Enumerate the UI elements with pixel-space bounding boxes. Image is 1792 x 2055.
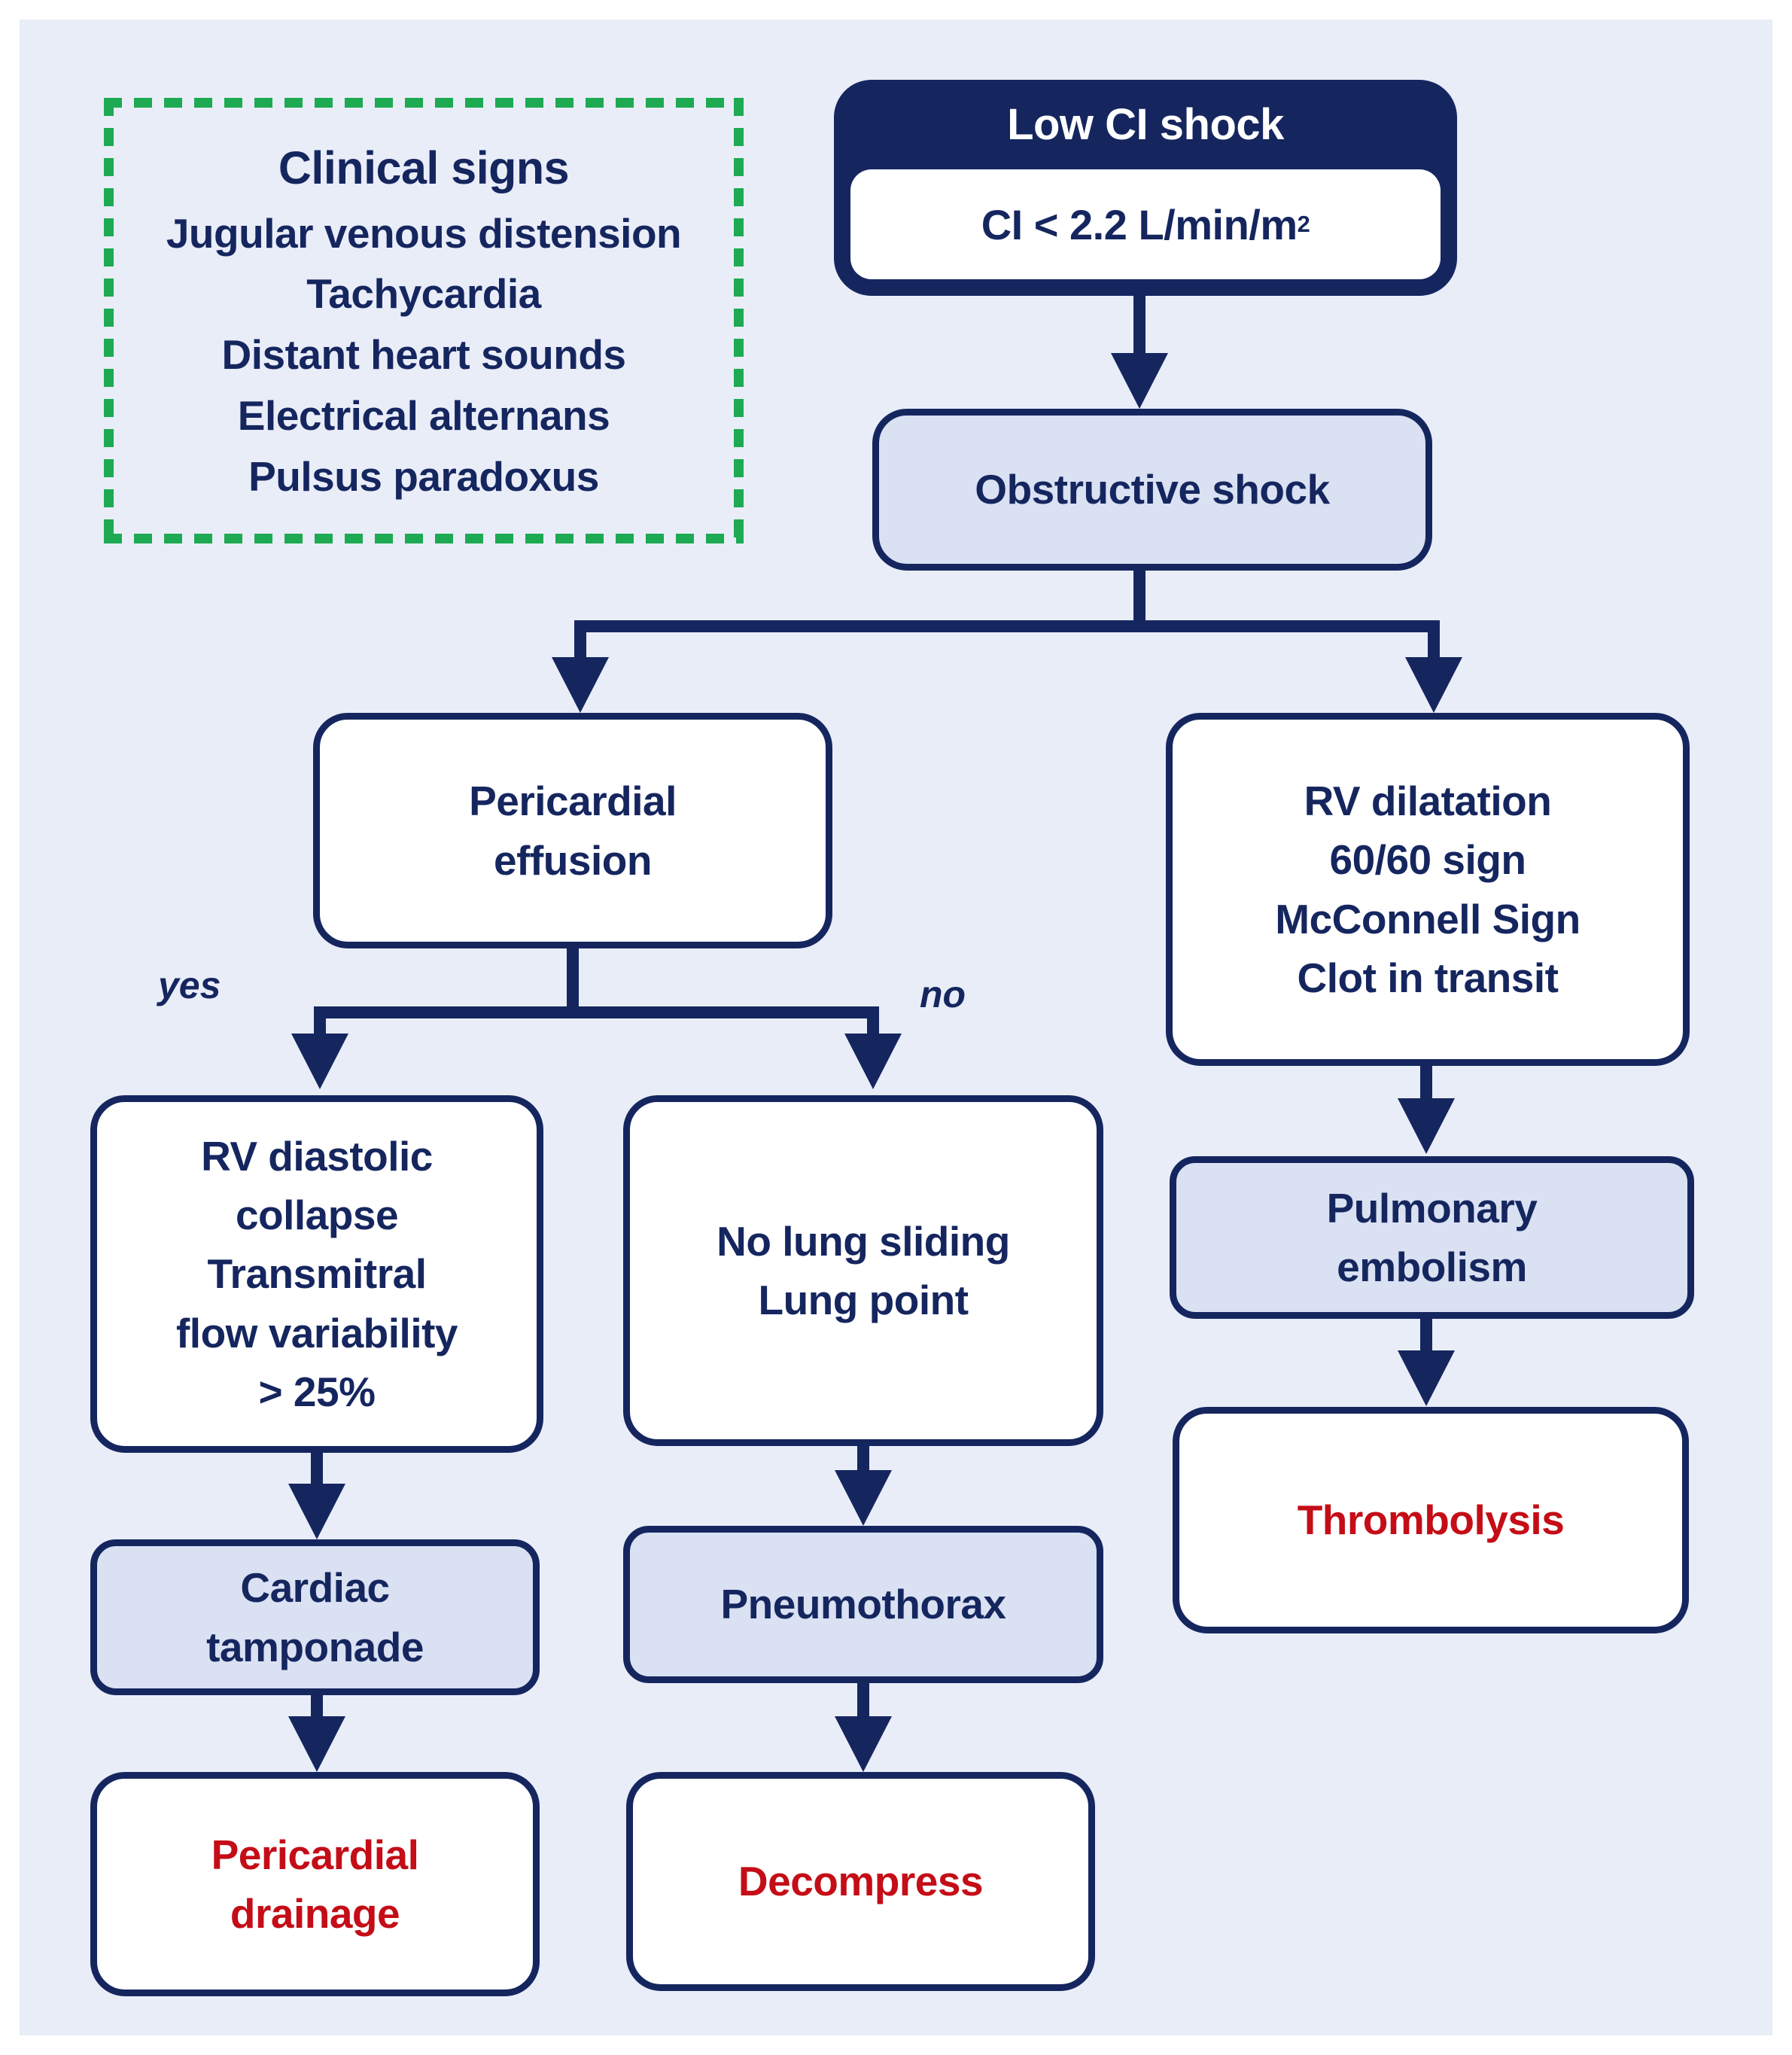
- node-pericardial-drainage: Pericardial drainage: [90, 1772, 540, 1996]
- node-pneumothorax: Pneumothorax: [623, 1526, 1103, 1683]
- clinical-signs-item: Tachycardia: [306, 270, 541, 318]
- node-label-line: RV dilatation: [1304, 778, 1552, 825]
- low-ci-shock-title: Low CI shock: [1007, 100, 1284, 149]
- node-label-line: 60/60 sign: [1329, 836, 1526, 884]
- node-label-line: > 25%: [258, 1368, 376, 1415]
- node-no-lung-sliding: No lung sliding Lung point: [623, 1095, 1103, 1446]
- node-rv-diastolic-collapse: RV diastolic collapse Transmitral flow v…: [90, 1095, 543, 1453]
- connector-obstructive-branch-bar: [574, 620, 1440, 632]
- connector-root-to-obstructive: [1133, 294, 1145, 360]
- node-label: Pneumothorax: [720, 1581, 1006, 1628]
- arrow-down-icon: [835, 1716, 892, 1772]
- node-thrombolysis: Thrombolysis: [1173, 1407, 1689, 1633]
- node-label-line: RV diastolic: [201, 1133, 433, 1180]
- clinical-signs-item: Distant heart sounds: [221, 331, 626, 379]
- node-label-line: Cardiac: [240, 1564, 390, 1612]
- node-label-line: tamponade: [206, 1623, 424, 1670]
- arrow-down-icon: [288, 1716, 345, 1772]
- connector-to-pe: [1420, 1066, 1432, 1105]
- node-label-line: Pulmonary: [1326, 1184, 1538, 1231]
- connector-branch-right-stem: [1428, 620, 1440, 664]
- node-label-line: Lung point: [758, 1277, 969, 1323]
- arrow-down-icon: [1398, 1098, 1455, 1154]
- connector-to-decompress: [857, 1683, 869, 1722]
- arrow-down-icon: [1398, 1350, 1455, 1406]
- clinical-signs-panel: Clinical signs Jugular venous distension…: [104, 98, 744, 543]
- node-label-line: No lung sliding: [716, 1217, 1010, 1265]
- arrow-down-icon: [835, 1470, 892, 1526]
- criteria-text: CI < 2.2 L/min/m: [981, 200, 1298, 248]
- node-cardiac-tamponade: Cardiac tamponade: [90, 1539, 540, 1695]
- arrow-down-icon: [552, 657, 609, 713]
- clinical-signs-item: Jugular venous distension: [166, 209, 682, 257]
- arrow-down-icon: [844, 1034, 902, 1089]
- node-label: Thrombolysis: [1297, 1496, 1565, 1544]
- node-label-line: Clot in transit: [1297, 954, 1559, 1001]
- clinical-signs-item: Electrical alternans: [237, 392, 610, 440]
- node-pericardial-effusion: Pericardial effusion: [313, 713, 832, 948]
- connector-pericardial-stem: [567, 948, 579, 1018]
- node-label-line: embolism: [1337, 1244, 1527, 1290]
- arrow-down-icon: [291, 1034, 348, 1089]
- connector-obstructive-stem: [1133, 571, 1145, 628]
- node-label-line: collapse: [235, 1192, 399, 1239]
- node-label-line: flow variability: [175, 1309, 458, 1356]
- branch-label-no: no: [920, 973, 966, 1015]
- node-label-line: effusion: [494, 836, 652, 884]
- node-label-line: Pericardial: [469, 778, 677, 825]
- node-label-line: Transmitral: [207, 1250, 427, 1298]
- clinical-signs-title: Clinical signs: [278, 142, 570, 194]
- node-pulmonary-embolism: Pulmonary embolism: [1170, 1156, 1694, 1319]
- branch-label-yes: yes: [158, 964, 221, 1006]
- node-rv-dilatation: RV dilatation 60/60 sign McConnell Sign …: [1166, 713, 1690, 1066]
- node-decompress: Decompress: [626, 1772, 1095, 1991]
- node-label: Decompress: [738, 1858, 984, 1905]
- node-label-line: McConnell Sign: [1275, 895, 1581, 942]
- node-label: Obstructive shock: [975, 466, 1330, 513]
- node-obstructive-shock: Obstructive shock: [872, 409, 1432, 571]
- node-label-line: Pericardial: [211, 1831, 419, 1878]
- arrow-down-icon: [1111, 353, 1168, 409]
- connector-to-thrombolysis: [1420, 1319, 1432, 1359]
- connector-branch-left-stem: [574, 620, 586, 664]
- arrow-down-icon: [288, 1484, 345, 1539]
- connector-yes-no-bar: [314, 1006, 879, 1018]
- arrow-down-icon: [1405, 657, 1462, 713]
- clinical-signs-item: Pulsus paradoxus: [248, 453, 599, 501]
- node-label-line: drainage: [230, 1890, 400, 1937]
